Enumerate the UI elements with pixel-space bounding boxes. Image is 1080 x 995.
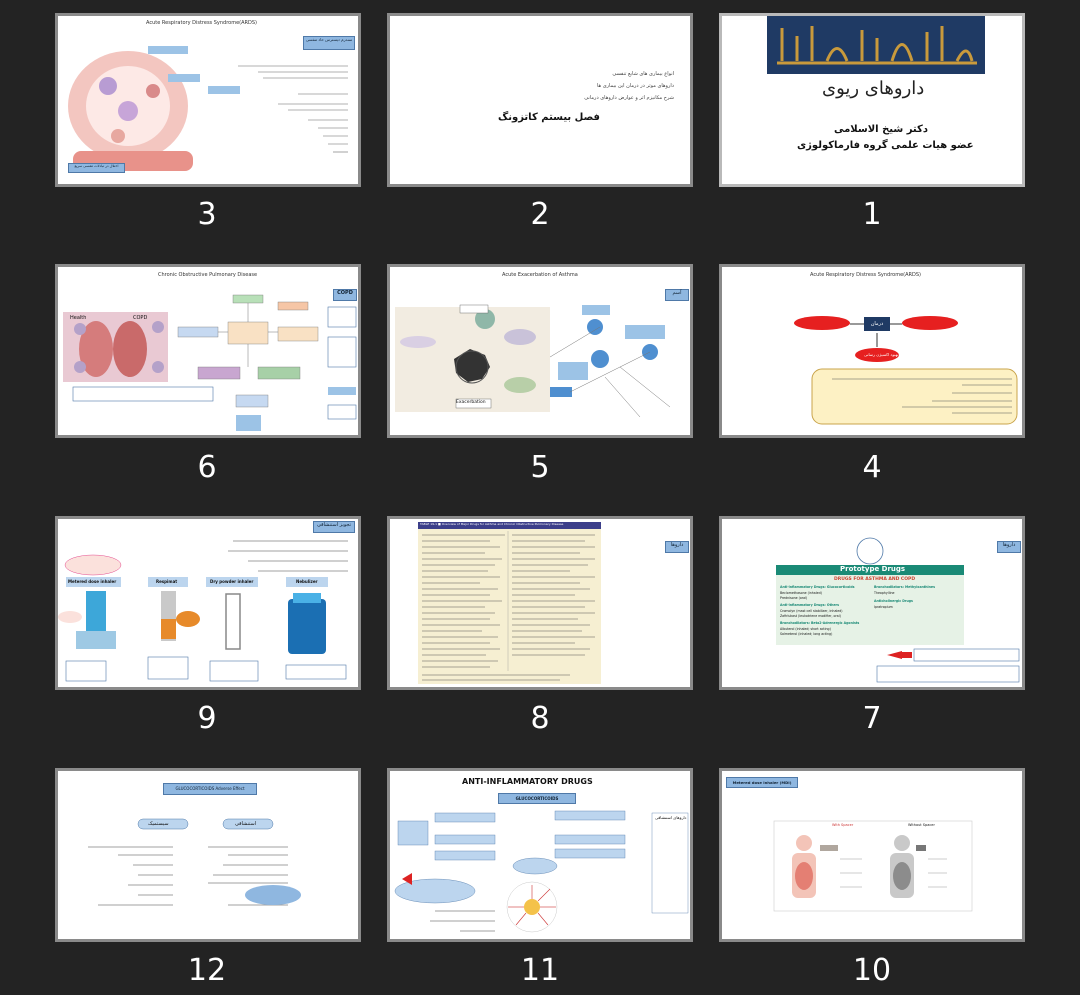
systemic-heading: سیستمیک	[148, 821, 169, 827]
copd-label: COPD	[133, 315, 148, 321]
drug-line: Albuterol (inhaled; short acting)	[780, 627, 831, 631]
adverse-effects-lists	[88, 818, 301, 906]
health-label: Health	[70, 315, 87, 321]
slide-number: 2	[530, 197, 550, 232]
author-affiliation: عضو هیات علمی گروه فارماکولوژی	[797, 140, 974, 151]
prototype-drugs-box	[776, 537, 1020, 683]
drug-line: Prednisone (oral)	[780, 596, 808, 600]
slide-tag: آسم	[665, 289, 689, 301]
slide-heading: فصل بیستم کاتزونگ	[498, 112, 600, 123]
slide-number: 4	[862, 450, 882, 485]
device-label: Dry powder inhaler	[210, 579, 254, 584]
author-name: دکتر شیخ الاسلامی	[834, 124, 928, 135]
drug-line: Theophylline	[874, 591, 895, 595]
slide-title: داروهای ریوی	[822, 78, 925, 99]
slide-subtitle: GLUCOCORTICOIDS	[498, 793, 576, 804]
drug-line: Salmeterol (inhaled; long acting)	[780, 632, 833, 636]
slide-number: 10	[852, 953, 892, 988]
drug-line: Anti-inflammatory Drugs: Glucocorticoids	[780, 585, 855, 589]
calligraphy-banner	[767, 16, 985, 74]
slide-number: 6	[197, 450, 217, 485]
slide-bullet: شرح مکانیزم اثر و عوارض داروهای درمانی	[584, 95, 674, 101]
slide-footer-label: اختلال در تبادلات تنفسی سریع	[68, 163, 125, 173]
drug-line: Ipratropium	[874, 605, 893, 609]
slide-tag: COPD	[333, 289, 357, 301]
prototype-subbanner: DRUGS FOR ASTHMA AND COPD	[834, 577, 916, 582]
slide-tag: داروها	[665, 541, 689, 553]
with-spacer-label: With Spacer	[832, 823, 854, 827]
slide-thumbnail-5[interactable]: Acute Exacerbation of Asthma آسم Exacerb…	[387, 264, 693, 438]
slide-title: Metered dose inhaler (MDI)	[726, 777, 798, 788]
inhaled-drugs-tag: داروهای استنشاقی	[655, 815, 687, 820]
device-label: Metered dose inhaler	[68, 579, 117, 584]
drug-line: Bronchodilators: Beta2-Adrenergic Agonis…	[780, 621, 860, 625]
slide-number: 12	[187, 953, 227, 988]
slide-thumbnail-6[interactable]: Chronic Obstructive Pulmonary Disease CO…	[55, 264, 361, 438]
drug-line: Zafirlukast (leukotriene modifier, oral)	[780, 614, 841, 618]
slide-thumbnail-2[interactable]: انواع بیماری های شایع تنفسی داروهای موثر…	[387, 13, 693, 187]
drug-overview-table	[418, 522, 601, 684]
slide-number: 7	[862, 701, 882, 736]
ards-illustration	[68, 46, 348, 171]
slide-number: 9	[197, 701, 217, 736]
drug-line: Anticholinergic Drugs	[874, 599, 913, 603]
slide-title: ANTI-INFLAMMATORY DRUGS	[462, 777, 593, 786]
device-label: Respimat	[156, 579, 178, 584]
mdi-spacer-illustration	[773, 820, 973, 912]
slide-thumbnail-8[interactable]: داروها TABLE 19-1 ■ Overview of Major Dr…	[387, 516, 693, 690]
drug-line: Cromolyn (mast cell stabilizer, inhaled)	[780, 609, 843, 613]
copd-diagram	[63, 294, 357, 431]
drug-line: Anti-inflammatory Drugs: Others	[780, 603, 840, 607]
slide-thumbnail-11[interactable]: ANTI-INFLAMMATORY DRUGS GLUCOCORTICOIDS …	[387, 768, 693, 942]
slide-thumbnail-9[interactable]: تجویز استنشاقی Metered dose inhaler Resp…	[55, 516, 361, 690]
inhaled-heading: استنشاقی	[235, 821, 257, 827]
slide-title: GLUCOCORTICOIDS Adverse Effect	[163, 783, 257, 795]
slide-thumbnail-10[interactable]: Metered dose inhaler (MDI) With Spacer W…	[719, 768, 1025, 942]
exacerbation-label: Exacerbation	[456, 400, 486, 405]
oxygenation-note: بهبود اکسیژن رسانی	[864, 352, 899, 357]
treatment-node: درمان	[864, 317, 890, 331]
slide-thumbnail-7[interactable]: داروها Prototype Drugs DRUGS FOR ASTHMA …	[719, 516, 1025, 690]
anti-inflammatory-diagram	[394, 810, 689, 933]
prototype-banner: Prototype Drugs	[840, 565, 906, 573]
slide-title: Chronic Obstructive Pulmonary Disease	[158, 272, 258, 278]
slide-thumbnail-1[interactable]: داروهای ریوی دکتر شیخ الاسلامی عضو هیات …	[719, 13, 1025, 187]
slide-tag: سندرم دیسترس حاد تنفسی	[303, 36, 355, 50]
slide-thumbnail-12[interactable]: GLUCOCORTICOIDS Adverse Effect سیستمیک ا…	[55, 768, 361, 942]
slide-thumbnail-4[interactable]: Acute Respiratory Distress Syndrome(ARDS…	[719, 264, 1025, 438]
table-title: TABLE 19-1 ■ Overview of Major Drugs for…	[420, 522, 564, 526]
slide-number: 1	[862, 197, 882, 232]
slide-tag: داروها	[997, 541, 1021, 553]
drug-line: Beclomethasone (inhaled)	[780, 591, 822, 595]
slide-title: Acute Exacerbation of Asthma	[502, 272, 578, 278]
without-spacer-label: Without Spacer	[908, 823, 935, 827]
slide-title: Acute Respiratory Distress Syndrome(ARDS…	[146, 20, 257, 26]
asthma-exacerbation-diagram	[395, 304, 671, 418]
slide-number: 8	[530, 701, 550, 736]
slide-title: Acute Respiratory Distress Syndrome(ARDS…	[810, 272, 921, 278]
slide-number: 3	[197, 197, 217, 232]
device-label: Nebulizer	[296, 579, 318, 584]
slide-number: 5	[530, 450, 550, 485]
slide-thumbnail-3[interactable]: Acute Respiratory Distress Syndrome(ARDS…	[55, 13, 361, 187]
slide-bullet: انواع بیماری های شایع تنفسی	[612, 71, 674, 77]
inhaler-devices	[58, 540, 348, 682]
ards-treatment-diagram	[794, 316, 1018, 425]
drug-line: Bronchodilators: Methylxanthines	[874, 585, 935, 589]
slide-number: 11	[520, 953, 560, 988]
slide-tag: تجویز استنشاقی	[313, 521, 355, 533]
slide-bullet: داروهای موثر در درمان این بیماری ها	[596, 83, 674, 89]
